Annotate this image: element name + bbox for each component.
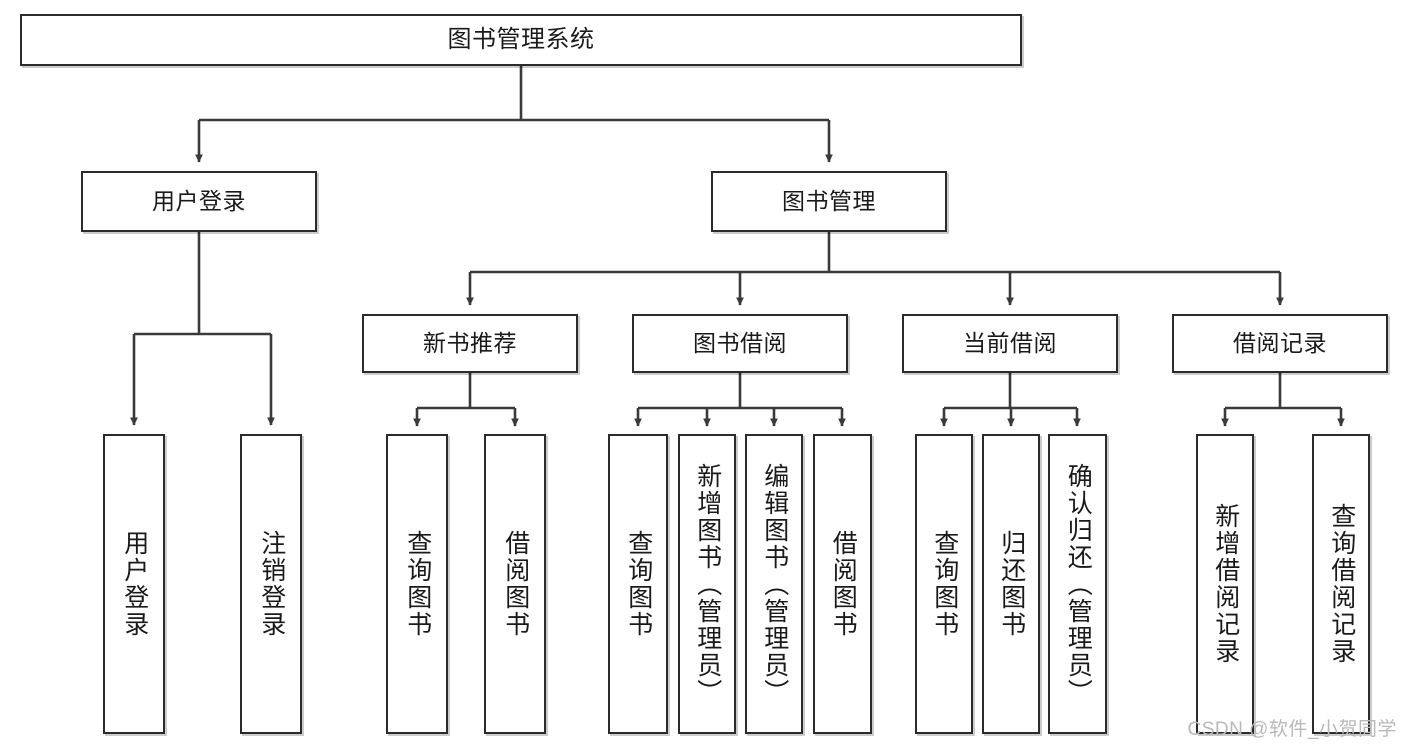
leaf-user-login-label: 用户登录 xyxy=(120,530,149,638)
leaf-user-login[interactable]: 用户登录 xyxy=(103,434,165,734)
leaf-query-book-recommend[interactable]: 查询图书 xyxy=(386,434,448,734)
leaf-user-logout[interactable]: 注销登录 xyxy=(240,434,302,734)
leaf-borrow-book[interactable]: 借阅图书 xyxy=(813,434,872,734)
node-book-manage-label: 图书管理 xyxy=(782,187,876,214)
leaf-query-borrow-record[interactable]: 查询借阅记录 xyxy=(1312,434,1370,734)
node-root[interactable]: 图书管理系统 xyxy=(20,14,1022,66)
leaf-edit-book-admin-label: 编辑图书（管理员） xyxy=(760,462,789,706)
leaf-add-book-admin-label: 新增图书（管理员） xyxy=(693,462,722,706)
leaf-query-book-current[interactable]: 查询图书 xyxy=(915,434,973,734)
node-new-book-recommend[interactable]: 新书推荐 xyxy=(362,314,578,373)
leaf-return-book[interactable]: 归还图书 xyxy=(982,434,1040,734)
leaf-borrow-book-label: 借阅图书 xyxy=(829,530,858,638)
node-new-book-recommend-label: 新书推荐 xyxy=(423,329,517,356)
node-user-login-label: 用户登录 xyxy=(152,187,246,214)
leaf-borrow-book-recommend-label: 借阅图书 xyxy=(501,530,530,638)
node-user-login[interactable]: 用户登录 xyxy=(81,171,317,232)
leaf-add-book-admin[interactable]: 新增图书（管理员） xyxy=(678,434,736,734)
leaf-confirm-return-admin[interactable]: 确认归还（管理员） xyxy=(1048,434,1107,734)
leaf-borrow-book-recommend[interactable]: 借阅图书 xyxy=(484,434,546,734)
node-current-borrow[interactable]: 当前借阅 xyxy=(902,314,1118,373)
node-book-manage[interactable]: 图书管理 xyxy=(711,171,947,232)
leaf-return-book-label: 归还图书 xyxy=(997,530,1026,638)
watermark-text: CSDN @软件_小贺同学 xyxy=(1187,719,1397,740)
node-borrow-record[interactable]: 借阅记录 xyxy=(1172,314,1388,373)
leaf-query-borrow-record-label: 查询借阅记录 xyxy=(1327,503,1356,665)
node-book-borrow-label: 图书借阅 xyxy=(693,329,787,356)
leaf-query-book-current-label: 查询图书 xyxy=(930,530,959,638)
node-book-borrow[interactable]: 图书借阅 xyxy=(632,314,848,373)
leaf-add-borrow-record-label: 新增借阅记录 xyxy=(1211,503,1240,665)
leaf-confirm-return-admin-label: 确认归还（管理员） xyxy=(1064,462,1093,706)
leaf-query-book-borrow[interactable]: 查询图书 xyxy=(608,434,668,734)
leaf-user-logout-label: 注销登录 xyxy=(257,530,286,638)
node-borrow-record-label: 借阅记录 xyxy=(1233,329,1327,356)
node-current-borrow-label: 当前借阅 xyxy=(963,329,1057,356)
leaf-query-book-borrow-label: 查询图书 xyxy=(624,530,653,638)
leaf-edit-book-admin[interactable]: 编辑图书（管理员） xyxy=(745,434,803,734)
node-root-label: 图书管理系统 xyxy=(447,25,595,53)
leaf-query-book-recommend-label: 查询图书 xyxy=(403,530,432,638)
leaf-add-borrow-record[interactable]: 新增借阅记录 xyxy=(1196,434,1254,734)
